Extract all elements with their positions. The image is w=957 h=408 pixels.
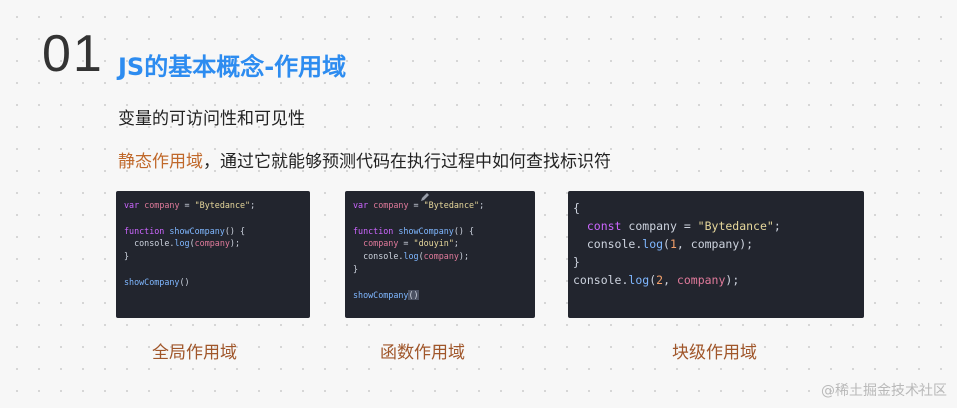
slide-number: 01 <box>42 25 104 83</box>
pencil-cursor-icon <box>421 193 429 201</box>
caption-function-scope: 函数作用域 <box>380 343 465 363</box>
static-scope-highlight: 静态作用域 <box>118 152 203 172</box>
watermark: @稀土掘金技术社区 <box>821 383 947 399</box>
code-block-global: var company = "Bytedance"; function show… <box>116 191 310 318</box>
slide-description: 静态作用域，通过它就能够预测代码在执行过程中如何查找标识符 <box>118 147 611 172</box>
caption-block-scope: 块级作用域 <box>672 343 757 363</box>
caption-global-scope: 全局作用域 <box>152 343 237 363</box>
slide-subtitle: 变量的可访问性和可见性 <box>118 109 305 129</box>
description-text: ，通过它就能够预测代码在执行过程中如何查找标识符 <box>203 152 611 172</box>
slide-title: JS的基本概念-作用域 <box>118 53 347 81</box>
code-block-function: var company = "Bytedance"; function show… <box>345 191 535 318</box>
code-block-block: { const company = "Bytedance"; console.l… <box>568 191 864 318</box>
